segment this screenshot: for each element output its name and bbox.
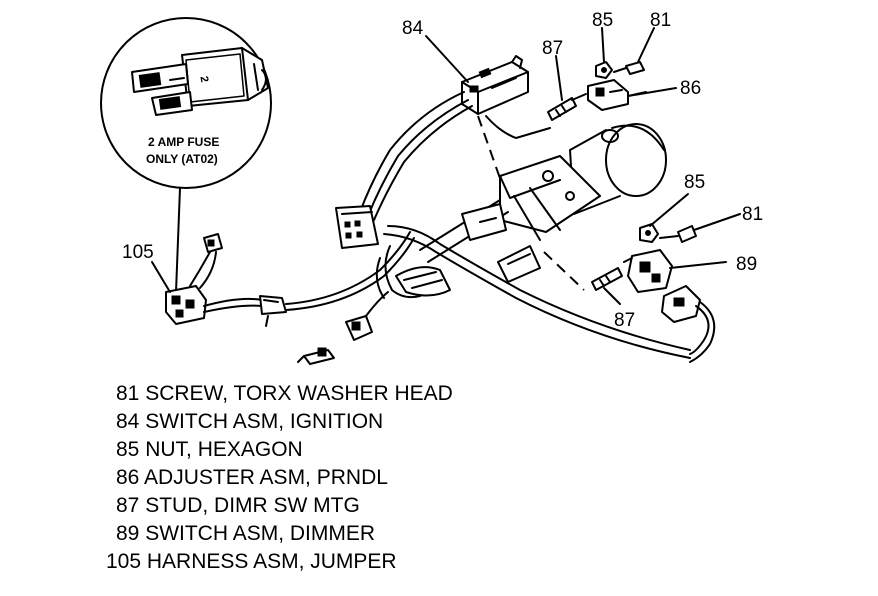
dimmer-stud-top (547, 97, 577, 121)
callout-87-top: 87 (542, 38, 563, 59)
fuse-number: 2 (197, 75, 210, 83)
fuse-detail-circle (100, 17, 272, 189)
fuse-leader-line (175, 187, 181, 293)
dimmer-switch (591, 223, 716, 363)
fuse-note-line-2: ONLY (AT02) (146, 152, 218, 166)
parts-legend: 81 SCREW, TORX WASHER HEAD 84 SWITCH ASM… (106, 382, 453, 573)
callout-89: 89 (736, 254, 757, 275)
fuse-detail: 2 2 AMP FUSE ONLY (AT02) (100, 17, 272, 293)
torx-screw-right (677, 225, 697, 243)
fuse-note-line-1: 2 AMP FUSE (148, 135, 219, 149)
legend-item: 85 NUT, HEXAGON (116, 438, 303, 461)
jumper-harness (165, 231, 415, 327)
column-dashed-leader (543, 251, 585, 291)
inline-connector (259, 295, 287, 315)
legend-item: 105 HARNESS ASM, JUMPER (106, 550, 397, 573)
callout-leaders (151, 27, 741, 305)
steering-column (375, 115, 691, 359)
legend-item: 86 ADJUSTER ASM, PRNDL (116, 466, 388, 489)
callout-87-bottom: 87 (614, 310, 635, 331)
callout-86: 86 (680, 78, 701, 99)
stud-lead-line (485, 115, 551, 139)
torx-screw-top (625, 61, 645, 75)
legend-item: 81 SCREW, TORX WASHER HEAD (116, 382, 453, 405)
callout-84: 84 (402, 18, 424, 39)
callout-85-right: 85 (684, 172, 705, 193)
ignition-dashed-leader (477, 115, 503, 185)
prndl-adjuster (547, 61, 647, 121)
callout-81-top: 81 (650, 10, 671, 31)
legend-item: 89 SWITCH ASM, DIMMER (116, 522, 375, 545)
loose-terminals (297, 291, 389, 365)
callout-81-right: 81 (742, 204, 763, 225)
ignition-switch (335, 55, 529, 249)
legend-item: 87 STUD, DIMR SW MTG (116, 494, 360, 517)
callout-85-top: 85 (592, 10, 613, 31)
legend-item: 84 SWITCH ASM, IGNITION (116, 410, 383, 433)
callout-105: 105 (122, 242, 154, 263)
fuse-icon: 2 (131, 47, 269, 116)
